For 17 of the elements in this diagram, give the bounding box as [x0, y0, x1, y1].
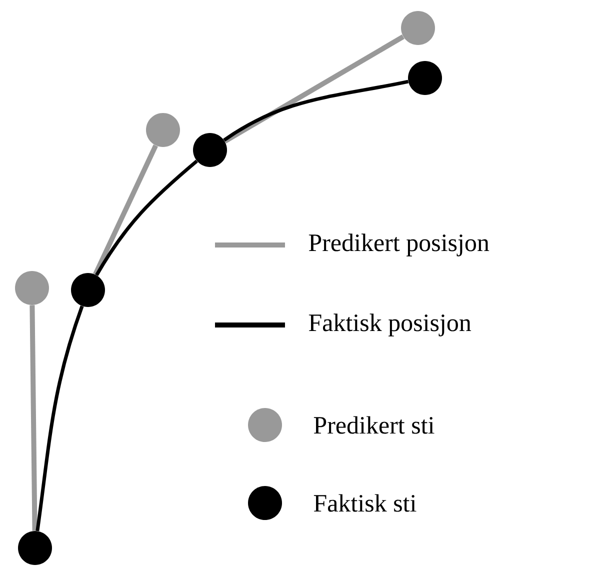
dot-marker [408, 61, 442, 95]
curve-segment [95, 160, 198, 276]
legend-text: Predikert sti [314, 416, 434, 434]
curve-segment [36, 306, 84, 532]
dot-marker [146, 113, 180, 147]
dot-marker [401, 11, 435, 45]
dot-marker [18, 531, 52, 565]
dot-marker [193, 133, 227, 167]
legend-text: Predikert posisjon [308, 234, 490, 256]
curve-segment [223, 80, 409, 142]
line-segment [93, 144, 158, 276]
line-segment [30, 305, 38, 531]
legend-text: Faktisk posisjon [308, 314, 472, 336]
dot-marker [71, 273, 105, 307]
dot-marker [15, 271, 49, 305]
legend-text: Faktisk sti [314, 494, 416, 512]
line-segment [224, 34, 404, 144]
